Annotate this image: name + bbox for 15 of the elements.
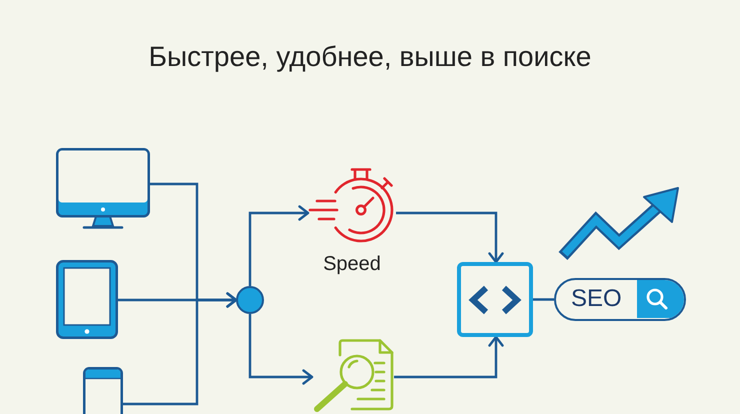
arrow (396, 212, 504, 264)
code-box (457, 262, 533, 337)
search-text: SEO (571, 286, 622, 312)
arrow (123, 292, 238, 406)
search-bar (554, 278, 686, 321)
smartphone-icon (83, 367, 123, 414)
document-search-icon (312, 339, 394, 414)
tablet-icon (56, 260, 118, 339)
arrow (248, 205, 310, 286)
junction-circle (236, 286, 264, 314)
icon-caption: Speed (323, 252, 381, 276)
monitor-icon (56, 148, 150, 230)
subtitle: Быстрее, удобнее, выше в поиске (148, 40, 592, 74)
arrow (248, 314, 314, 385)
arrow (394, 336, 504, 378)
